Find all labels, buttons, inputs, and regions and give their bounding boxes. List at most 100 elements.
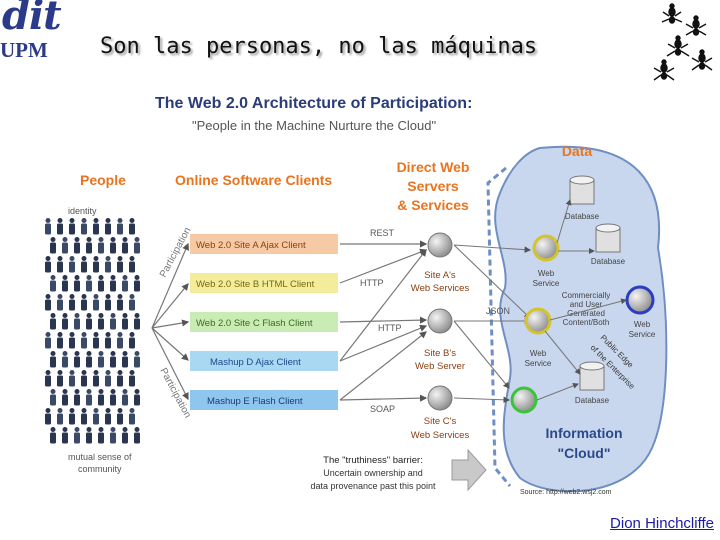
person-figure bbox=[86, 427, 92, 444]
database-label-2: Database bbox=[591, 257, 626, 266]
web-service-1-label-1: Web bbox=[538, 269, 555, 278]
information-cloud bbox=[494, 145, 668, 493]
person-figure bbox=[86, 351, 92, 368]
person-figure bbox=[129, 218, 135, 235]
credit-link[interactable]: Dion Hinchcliffe bbox=[610, 515, 714, 532]
server-c-label-2: Web Services bbox=[411, 430, 470, 441]
person-figure bbox=[45, 256, 51, 273]
person-figure bbox=[50, 351, 56, 368]
person-figure bbox=[81, 294, 87, 311]
person-figure bbox=[81, 218, 87, 235]
person-figure bbox=[129, 294, 135, 311]
person-figure bbox=[98, 275, 104, 292]
person-figure bbox=[45, 332, 51, 349]
mutual-community-label-2: community bbox=[78, 464, 122, 474]
person-figure bbox=[129, 408, 135, 425]
ants-icon bbox=[653, 3, 713, 81]
person-figure bbox=[81, 370, 87, 387]
person-figure bbox=[117, 256, 123, 273]
person-figure bbox=[57, 218, 63, 235]
person-figure bbox=[134, 275, 140, 292]
commercial-label-1: Commercially bbox=[562, 291, 610, 300]
person-figure bbox=[74, 389, 80, 406]
person-figure bbox=[57, 294, 63, 311]
person-figure bbox=[134, 389, 140, 406]
person-figure bbox=[98, 313, 104, 330]
person-figure bbox=[105, 294, 111, 311]
person-figure bbox=[122, 313, 128, 330]
person-figure bbox=[62, 275, 68, 292]
person-figure bbox=[69, 408, 75, 425]
person-figure bbox=[93, 256, 99, 273]
client-bar-a bbox=[190, 234, 338, 254]
source-label: Source: http://web2.wsj2.com bbox=[520, 489, 612, 496]
info-cloud-label-1: Information bbox=[546, 425, 623, 441]
database-icon-1 bbox=[569, 175, 595, 205]
barrier-label-1: The "truthiness" barrier: bbox=[323, 455, 423, 466]
person-figure bbox=[122, 389, 128, 406]
dit-upm-logo: dit UPM bbox=[0, 0, 70, 64]
person-figure bbox=[81, 408, 87, 425]
server-a-icon bbox=[427, 232, 453, 258]
web20-architecture-diagram: The Web 2.0 Architecture of Participatio… bbox=[45, 95, 668, 496]
person-figure bbox=[105, 332, 111, 349]
person-figure bbox=[45, 294, 51, 311]
person-figure bbox=[117, 294, 123, 311]
protocol-rest: REST bbox=[370, 228, 395, 238]
commercial-label-3: Generated bbox=[567, 309, 605, 318]
logo-upm-text: UPM bbox=[0, 38, 48, 62]
person-figure bbox=[122, 275, 128, 292]
person-figure bbox=[50, 427, 56, 444]
identity-label: identity bbox=[68, 206, 97, 216]
client-bar-e bbox=[190, 390, 338, 410]
person-figure bbox=[74, 275, 80, 292]
person-figure bbox=[110, 313, 116, 330]
person-figure bbox=[129, 370, 135, 387]
client-bar-b bbox=[190, 273, 338, 293]
person-figure bbox=[69, 332, 75, 349]
person-figure bbox=[50, 237, 56, 254]
server-a-label-2: Web Services bbox=[411, 283, 470, 294]
web-service-2-label-1: Web bbox=[530, 349, 547, 358]
header-people: People bbox=[80, 172, 126, 188]
barrier-label-3: data provenance past this point bbox=[310, 481, 436, 491]
person-figure bbox=[93, 370, 99, 387]
person-figure bbox=[105, 256, 111, 273]
person-figure bbox=[93, 408, 99, 425]
person-figure bbox=[122, 427, 128, 444]
person-figure bbox=[57, 332, 63, 349]
person-figure bbox=[93, 218, 99, 235]
protocol-http-2: HTTP bbox=[378, 323, 402, 333]
header-data: Data bbox=[562, 143, 593, 159]
barrier-label-2: Uncertain ownership and bbox=[323, 468, 423, 478]
person-figure bbox=[45, 408, 51, 425]
client-label-b: Web 2.0 Site B HTML Client bbox=[196, 279, 315, 290]
person-figure bbox=[86, 275, 92, 292]
person-figure bbox=[81, 332, 87, 349]
person-figure bbox=[86, 313, 92, 330]
web-service-blue-label-1: Web bbox=[634, 320, 651, 329]
person-figure bbox=[50, 389, 56, 406]
person-figure bbox=[50, 275, 56, 292]
web-service-2-label-2: Service bbox=[525, 359, 552, 368]
person-figure bbox=[117, 370, 123, 387]
person-figure bbox=[74, 313, 80, 330]
info-cloud-label-2: "Cloud" bbox=[558, 445, 611, 461]
person-figure bbox=[86, 389, 92, 406]
client-bar-d bbox=[190, 351, 338, 371]
person-figure bbox=[117, 408, 123, 425]
person-figure bbox=[134, 313, 140, 330]
database-label-1: Database bbox=[565, 212, 600, 221]
protocol-soap: SOAP bbox=[370, 404, 395, 414]
client-label-e: Mashup E Flash Client bbox=[207, 396, 303, 407]
server-c-label-1: Site C's bbox=[424, 416, 457, 427]
person-figure bbox=[69, 370, 75, 387]
person-figure bbox=[62, 351, 68, 368]
person-figure bbox=[57, 408, 63, 425]
person-figure bbox=[129, 332, 135, 349]
person-figure bbox=[122, 351, 128, 368]
person-figure bbox=[105, 218, 111, 235]
person-figure bbox=[62, 427, 68, 444]
person-figure bbox=[74, 427, 80, 444]
web-service-blue-label-2: Service bbox=[629, 330, 656, 339]
